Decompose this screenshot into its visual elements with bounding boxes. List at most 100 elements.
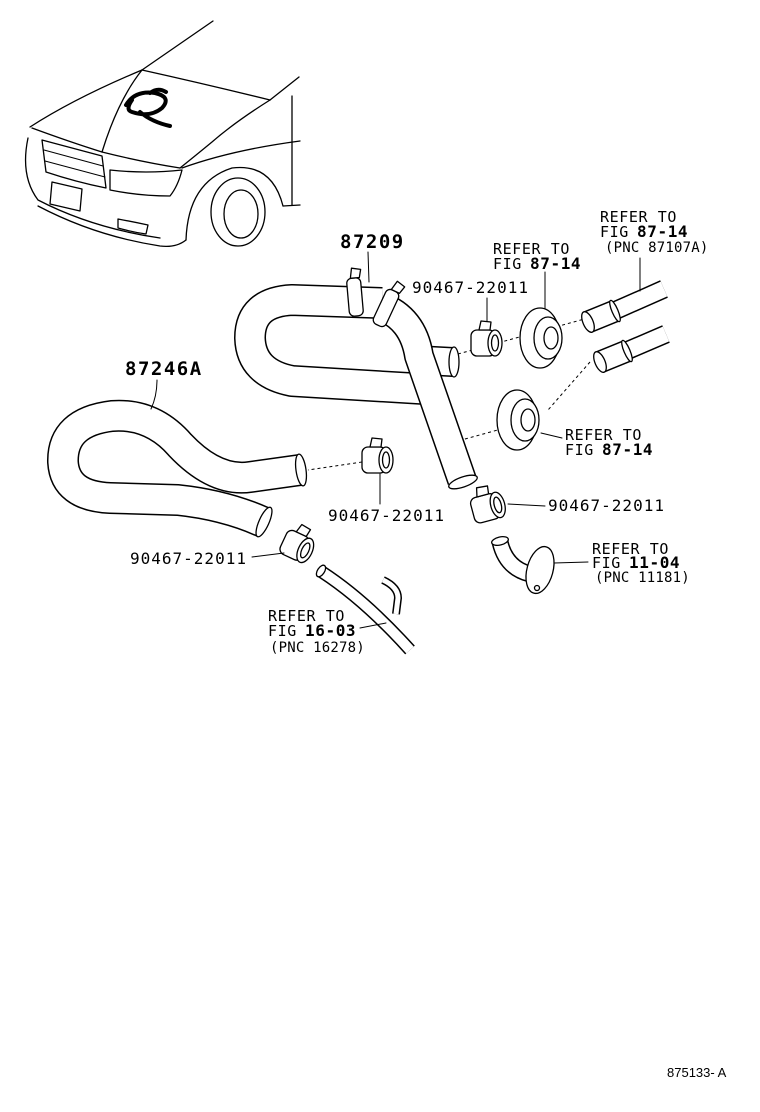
clamp-tab xyxy=(349,267,362,279)
clamp-bore xyxy=(299,542,311,559)
reference-grommet-upper: REFER TO FIG 87-14 xyxy=(493,240,581,273)
reference-refer-to: REFER TO xyxy=(493,240,570,258)
reference-fig-number: 87-14 xyxy=(530,254,581,273)
leader-line xyxy=(553,561,589,564)
hood-front-edge xyxy=(31,127,181,169)
grille xyxy=(41,139,107,189)
hose-location-mark xyxy=(124,87,172,128)
leader-line xyxy=(540,432,563,439)
grommet-lower xyxy=(496,389,540,451)
reference-pnc: (PNC 11181) xyxy=(595,570,690,586)
leader-lines xyxy=(150,251,641,629)
outlet-bolt-hole xyxy=(533,584,541,592)
reference-refer-to: REFER TO xyxy=(600,208,677,226)
callout-clamp-center: 90467-22011 xyxy=(328,506,445,525)
reference-pipes: REFER TO FIG 87-14 (PNC 87107A) xyxy=(600,208,709,256)
reference-refer-to: REFER TO xyxy=(592,540,669,558)
clamp-tab xyxy=(369,437,383,448)
hose-end xyxy=(294,453,308,487)
leader-line xyxy=(367,251,370,283)
headlight xyxy=(109,169,183,197)
reference-fig: FIG xyxy=(565,441,594,459)
callout-clamp-upper: 90467-22011 xyxy=(412,278,529,297)
clamp-tab xyxy=(475,485,490,498)
reference-refer-to: REFER TO xyxy=(268,607,345,625)
clamp-upper xyxy=(470,320,503,357)
reference-refer-to: REFER TO xyxy=(565,426,642,444)
hose-loop-body xyxy=(235,285,426,404)
heater-pipe-lower xyxy=(593,325,670,373)
assembly-line xyxy=(547,361,591,411)
reference-pnc: (PNC 16278) xyxy=(270,640,365,656)
outlet-tube-end xyxy=(491,536,509,546)
water-pipe xyxy=(315,564,415,655)
reference-fig: FIG xyxy=(592,554,621,572)
clamp-bore xyxy=(490,334,500,352)
reference-water-pipe: REFER TO FIG 16-03 (PNC 16278) xyxy=(268,607,365,656)
hose-end xyxy=(255,506,273,538)
water-pipe-end xyxy=(315,564,327,578)
pipe-bead xyxy=(609,299,621,323)
reference-fig: FIG xyxy=(493,255,522,273)
hood-side-line xyxy=(179,99,271,169)
callout-clamp-right: 90467-22011 xyxy=(548,496,665,515)
callout-clamp-left: 90467-22011 xyxy=(130,549,247,568)
hood-leading-edge xyxy=(29,69,143,128)
water-pipe-body xyxy=(319,567,414,654)
heater-pipe-upper xyxy=(581,280,668,333)
pipe-bead xyxy=(621,339,633,363)
wheel-arch xyxy=(185,166,284,241)
clamp-left xyxy=(279,523,315,564)
clamp-center xyxy=(361,437,394,474)
license-plate xyxy=(49,181,83,212)
pipe-opening xyxy=(581,311,595,333)
clamp-bore xyxy=(381,451,391,469)
bypass-tube-body xyxy=(381,577,401,615)
clamp-band xyxy=(346,277,364,317)
clamp-mounted-1 xyxy=(346,267,364,317)
outlet-pipe xyxy=(491,536,555,595)
clamp-tab xyxy=(390,280,406,294)
reference-grommet-lower: REFER TO FIG 87-14 xyxy=(565,426,653,459)
reference-outlet: REFER TO FIG 11-04 (PNC 11181) xyxy=(592,540,690,586)
leader-line xyxy=(251,552,285,558)
vehicle-illustration xyxy=(24,20,301,248)
leader-line xyxy=(359,622,387,629)
outlet-flange xyxy=(525,545,555,595)
a-pillar-line xyxy=(141,20,214,71)
clamp-tab xyxy=(295,523,312,538)
wheel-hub xyxy=(223,189,259,239)
reference-fig-number: 87-14 xyxy=(602,440,653,459)
front-bumper xyxy=(24,137,161,239)
reference-fig: FIG xyxy=(600,223,629,241)
bumper-lower-edge xyxy=(37,205,187,248)
fender-line xyxy=(181,140,301,169)
reference-fig-number: 11-04 xyxy=(629,553,680,572)
clamp-tab xyxy=(478,320,492,331)
hose-87246a xyxy=(47,399,308,538)
sill-line xyxy=(282,204,301,207)
clamp-bore xyxy=(493,496,503,514)
pipe-opening xyxy=(593,351,607,373)
leader-line xyxy=(150,379,158,410)
pipe-body xyxy=(608,281,668,320)
grommet-hole xyxy=(520,408,536,432)
hose-end xyxy=(448,346,460,378)
hose-end xyxy=(448,474,478,490)
callout-hose-lower: 87246A xyxy=(125,358,203,380)
right-pillar-line xyxy=(269,76,300,101)
reference-pnc: (PNC 87107A) xyxy=(605,240,709,256)
hood-crease-line xyxy=(101,69,143,153)
reference-fig-number: 87-14 xyxy=(637,222,688,241)
clamp-mounted-2 xyxy=(372,280,406,328)
leader-line xyxy=(507,503,546,507)
clamp-right xyxy=(469,485,506,524)
windshield-base-line xyxy=(141,69,271,101)
reference-fig: FIG xyxy=(268,622,297,640)
front-wheel xyxy=(210,177,266,247)
illustration-code: 875133- A xyxy=(667,1065,727,1080)
grommet-upper xyxy=(519,307,563,369)
fog-lamp xyxy=(117,218,149,235)
grommet-hole xyxy=(543,326,559,350)
